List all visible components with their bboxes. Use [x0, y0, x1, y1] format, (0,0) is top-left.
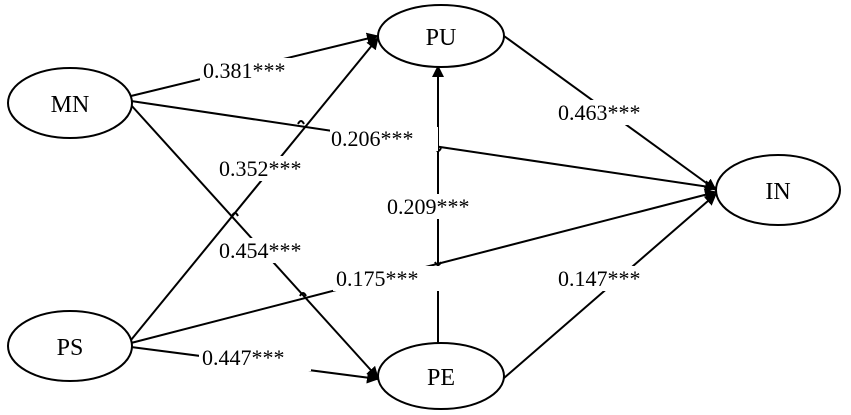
path-coefficient-ps-pe: 0.447*** — [202, 345, 285, 370]
crossing-hop — [299, 292, 307, 297]
path-coefficient-pe-in: 0.147*** — [558, 266, 641, 291]
node-pe: PE — [377, 342, 505, 410]
path-coefficient-ps-in: 0.175*** — [336, 266, 419, 291]
path-coefficient-pu-in: 0.463*** — [558, 100, 641, 125]
crossing-hop — [297, 120, 305, 125]
path-coefficient-mn-pe: 0.454*** — [219, 238, 302, 263]
node-pu: PU — [377, 4, 505, 68]
crossing-hop — [434, 261, 442, 266]
node-ps-label: PS — [57, 335, 84, 361]
node-in: IN — [715, 154, 841, 226]
node-mn: MN — [7, 67, 133, 139]
node-pu-label: PU — [426, 25, 457, 51]
edge-ps-pu — [130, 37, 379, 341]
node-pe-label: PE — [427, 365, 455, 391]
node-ps: PS — [7, 310, 133, 382]
node-mn-label: MN — [51, 92, 90, 118]
path-coefficient-ps-pu: 0.352*** — [219, 156, 302, 181]
crossing-hop — [231, 212, 239, 217]
path-coefficient-mn-in: 0.206*** — [331, 126, 414, 151]
node-in-label: IN — [765, 179, 790, 205]
path-coefficient-mn-pu: 0.381*** — [203, 58, 286, 83]
path-coefficient-pe-pu: 0.209*** — [387, 194, 470, 219]
